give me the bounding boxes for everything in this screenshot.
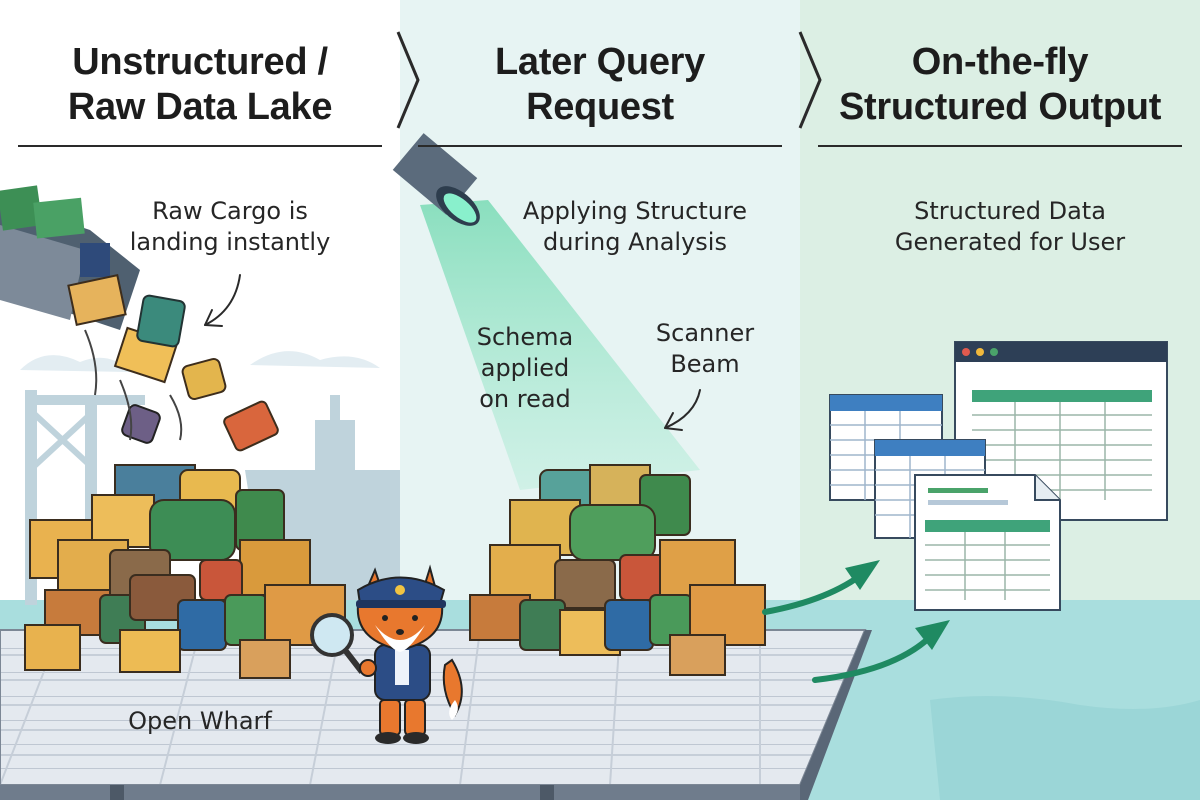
caption-pointers [204, 274, 701, 431]
spreadsheet-icon [829, 341, 1168, 611]
caption-structured-data: Structured Data Generated for User [894, 197, 1126, 256]
caption-schema-on-read: Schema applied on read [476, 323, 574, 413]
cargo-pile-mid [469, 464, 766, 676]
falling-cargo [67, 274, 279, 452]
wharf-deck [0, 629, 872, 800]
spotlight-icon [392, 133, 700, 490]
chevron-right-icon [396, 31, 822, 129]
fox-inspector [310, 564, 463, 744]
caption-scanner-beam: Scanner Beam [655, 319, 755, 378]
magnifier-icon [310, 613, 377, 677]
caption-open-wharf: Open Wharf [128, 707, 272, 735]
panel-title-query-request: Later Query Request [494, 41, 705, 128]
caption-raw-cargo: Raw Cargo is landing instantly [129, 197, 331, 256]
cargo-pile-left [24, 464, 346, 679]
panel-title-raw-data-lake: Unstructured / Raw Data Lake [67, 41, 333, 128]
flow-arrow-head-top [845, 560, 880, 590]
panel-title-structured-output: On-the-fly Structured Output [838, 41, 1162, 128]
flow-arrow-head-bottom [915, 620, 950, 650]
caption-applying-structure: Applying Structure during Analysis [522, 197, 748, 256]
motion-lines [84, 329, 183, 441]
